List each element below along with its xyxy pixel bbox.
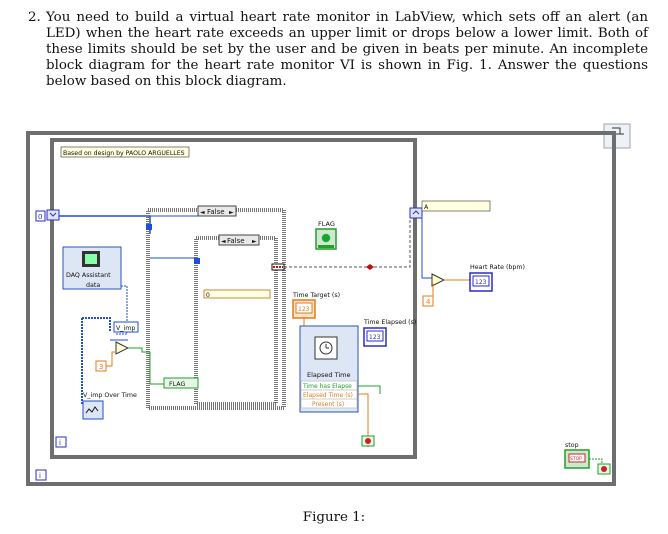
flag-label: FLAG: [318, 220, 335, 228]
question-text: You need to build a virtual heart rate m…: [46, 10, 648, 89]
design-note: Based on design by PAOLO ARGUELLES: [63, 150, 185, 157]
elapsed-time-vi[interactable]: Elapsed Time Time has Elapse Elapsed Tim…: [299, 325, 359, 413]
heart-rate-indicator: 123: [469, 272, 493, 292]
divide-function: [431, 273, 446, 287]
outer-loop-iteration: i: [39, 472, 41, 480]
time-elapsed-indicator: 123: [363, 327, 387, 347]
elapsed-row-1: Time has Elapse: [302, 383, 352, 390]
svg-text:◄: ◄: [200, 209, 205, 216]
figure-caption: Figure 1:: [302, 510, 366, 525]
outer-while-loop: [26, 131, 616, 486]
vimp-waveform-chart: [82, 400, 104, 420]
labview-block-diagram: Based on design by PAOLO ARGUELLES 0 Fal…: [26, 123, 631, 486]
stop-button-control[interactable]: STOP: [564, 449, 590, 469]
svg-text:◄: ◄: [221, 238, 226, 245]
svg-text:0: 0: [206, 292, 210, 299]
block-diagram-figure: Based on design by PAOLO ARGUELLES 0 Fal…: [0, 118, 668, 498]
time-target-label: Time Target (s): [292, 292, 340, 299]
constant-4: 4: [426, 298, 431, 306]
outer-loop-stop-terminal: [597, 463, 611, 475]
shift-register-right: [409, 207, 423, 219]
question-number: 2.: [28, 10, 41, 25]
elapsed-row-2: Elapsed Time (s): [303, 392, 353, 399]
time-target-control[interactable]: 123: [292, 299, 316, 319]
time-target-value: 123: [298, 306, 310, 313]
stop-label: stop: [565, 442, 579, 449]
heart-rate-label: Heart Rate (bpm): [470, 264, 525, 271]
question: 2. You need to build a virtual heart rat…: [28, 10, 648, 90]
time-elapsed-label: Time Elapsed (s): [363, 319, 416, 326]
elapsed-vi-title: Elapsed Time: [307, 371, 351, 379]
inner-loop-iteration: i: [59, 439, 61, 447]
stop-button-text: STOP: [570, 456, 582, 462]
compare-function: [115, 341, 150, 355]
daq-assistant-label: DAQ Assistant: [66, 272, 111, 279]
vimp-label: V_imp: [116, 325, 135, 332]
constant-3: 3: [99, 363, 103, 371]
daq-data-terminal: data: [86, 282, 100, 289]
palette-corner-icon: [603, 123, 631, 149]
flag-led-indicator: [315, 228, 337, 250]
case-selector-outer: False: [207, 208, 225, 216]
inner-loop-stop-terminal: [361, 435, 375, 447]
shift-register-left: [46, 209, 60, 221]
inner-case-constant: [203, 289, 271, 299]
elapsed-row-3: Present (s): [312, 401, 344, 408]
svg-text:►: ►: [229, 209, 234, 216]
vimp-graph-label: V_imp Over Time: [83, 392, 137, 399]
array-label: A: [424, 204, 429, 211]
case-structure-inner: [194, 236, 278, 406]
heart-rate-value: 123: [475, 279, 487, 286]
svg-text:►: ►: [252, 238, 257, 245]
loop-index-constant: 0: [38, 213, 42, 221]
inner-while-loop: [50, 138, 417, 459]
flag-local-variable: FLAG: [169, 381, 185, 388]
case-selector-inner: False: [227, 237, 245, 245]
time-elapsed-value: 123: [369, 334, 381, 341]
daq-assistant-vi[interactable]: DAQ Assistant data: [62, 246, 122, 290]
